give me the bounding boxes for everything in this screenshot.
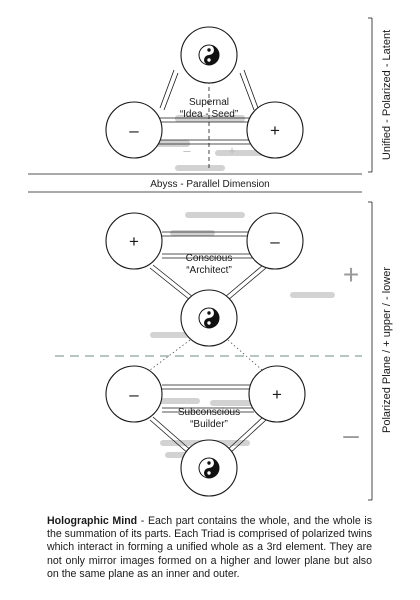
conscious-left-node: [105, 212, 163, 270]
yin-yang-icon: [198, 307, 220, 329]
supernal-triad: – + – + Supernal “Idea - Seed”: [105, 26, 304, 168]
supernal-left-sign: –: [129, 121, 139, 140]
caption-title: Holographic Mind: [47, 515, 138, 527]
conscious-right-node: [246, 212, 304, 270]
subconscious-sublabel: “Builder”: [190, 419, 228, 430]
supernal-right-node: [246, 101, 304, 159]
conscious-sublabel: “Architect”: [186, 265, 232, 276]
caption-text: - Each part contains the whole, and the …: [47, 515, 373, 580]
conscious-right-sign: –: [270, 232, 280, 251]
supernal-faint-plus: +: [228, 143, 236, 158]
conscious-label: Conscious: [186, 253, 233, 264]
subconscious-right-sign: +: [272, 385, 282, 404]
side-label-top: Unified - Polarized - Latent: [381, 30, 393, 160]
big-minus-sign: –: [343, 419, 359, 450]
supernal-sublabel: “Idea - Seed”: [180, 109, 238, 120]
side-bracket-bottom: [368, 201, 373, 501]
subconscious-left-node: [105, 365, 163, 423]
side-label-bottom: Polarized Plane / + upper / - lower: [381, 267, 393, 433]
supernal-right-sign: +: [270, 121, 280, 140]
yin-yang-icon: [198, 457, 220, 479]
big-plus-sign: +: [343, 259, 359, 290]
caption-paragraph: Holographic Mind - Each part contains th…: [47, 515, 372, 581]
conscious-left-sign: +: [129, 232, 139, 251]
subconscious-right-node: [248, 365, 306, 423]
side-bracket-top: [368, 17, 373, 173]
supernal-faint-minus: –: [183, 143, 191, 158]
supernal-left-node: [105, 101, 163, 159]
subconscious-label: Subconscious: [178, 407, 240, 418]
plane-links: [149, 339, 263, 371]
subconscious-left-sign: –: [129, 385, 139, 404]
abyss-label: Abyss - Parallel Dimension: [150, 179, 270, 190]
yin-yang-icon: [198, 44, 220, 66]
supernal-label: Supernal: [189, 97, 229, 108]
